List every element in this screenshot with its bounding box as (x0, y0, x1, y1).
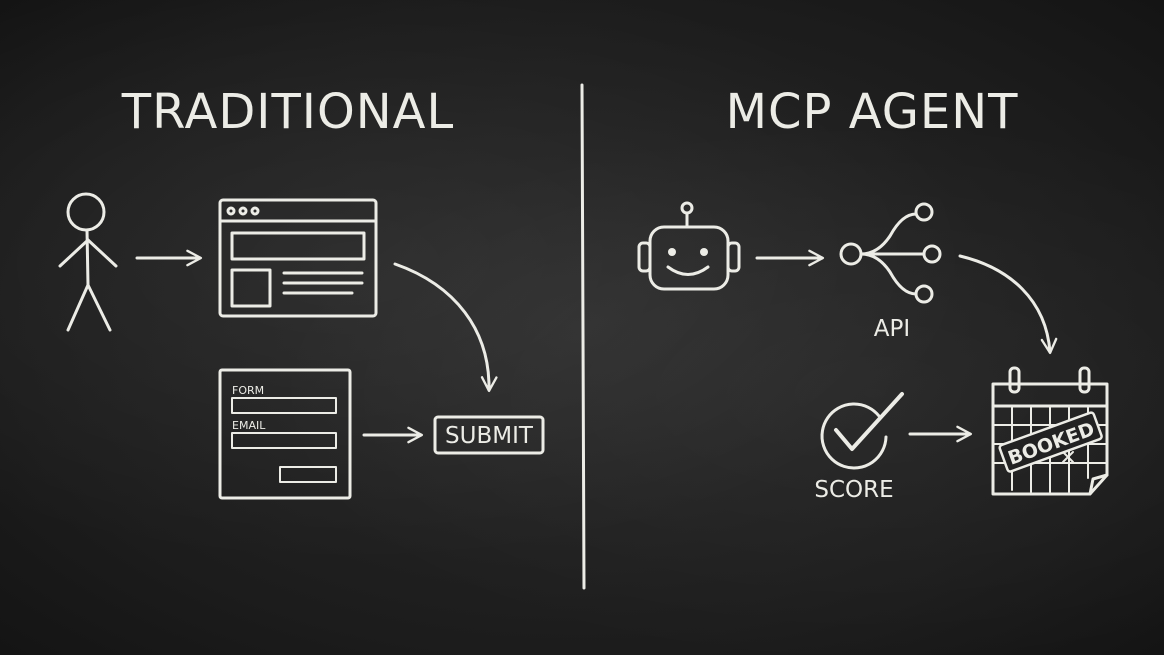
browser-window-icon (218, 198, 378, 318)
center-divider (580, 83, 586, 590)
submit-button: SUBMIT (433, 415, 545, 455)
left-heading: TRADITIONAL (121, 84, 454, 140)
robot-icon (637, 201, 741, 291)
right-heading: MCP AGENT (726, 84, 1019, 140)
form-label: FORM (232, 384, 264, 397)
api-label: API (874, 316, 910, 342)
checkmark-circle-icon (820, 392, 904, 470)
stick-figure-icon (58, 192, 118, 332)
email-label: EMAIL (232, 419, 266, 432)
score-label: SCORE (814, 477, 893, 503)
form-name-field (231, 397, 337, 414)
api-network-icon (839, 202, 942, 304)
arrow-browser-to-submit (393, 262, 498, 393)
submit-label: SUBMIT (445, 423, 534, 449)
arrow-api-to-calendar (958, 254, 1058, 355)
form-submit-field (279, 466, 337, 483)
email-field (231, 432, 337, 449)
form-card: FORM EMAIL (218, 368, 352, 500)
